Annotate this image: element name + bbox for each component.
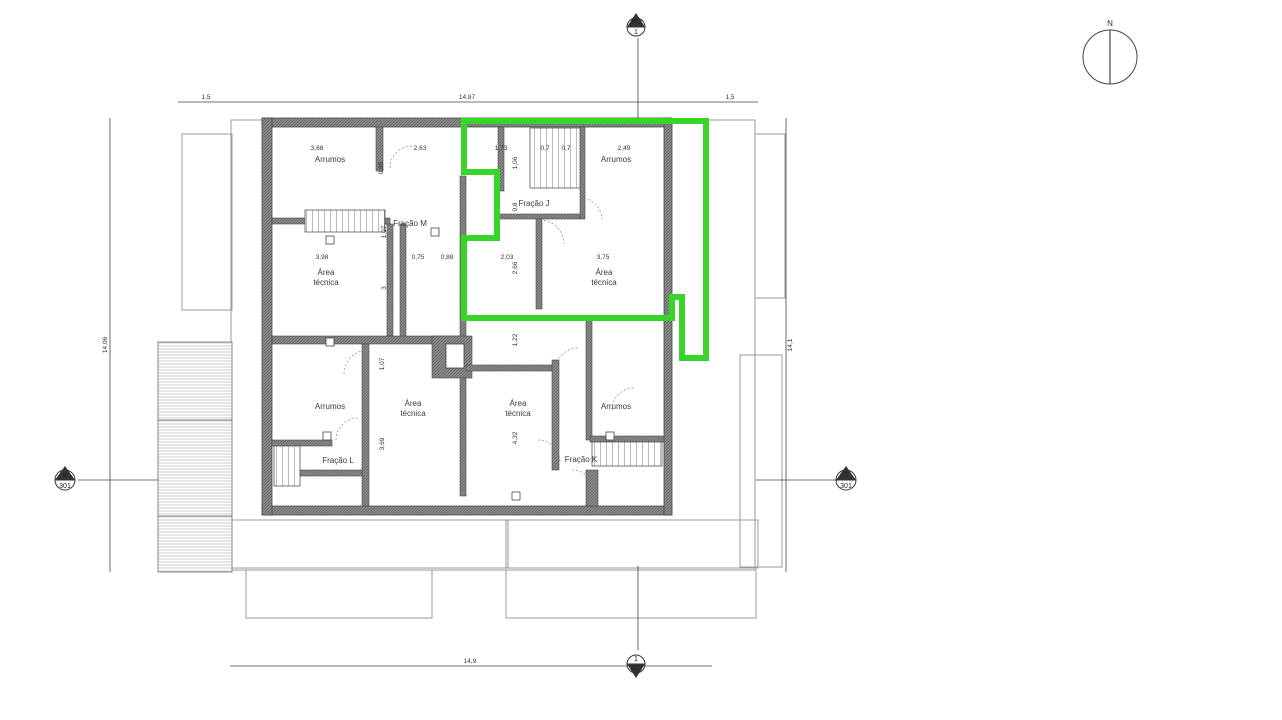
- balcony-grate: [157, 341, 233, 573]
- section-marker-left: 1 301: [54, 466, 76, 491]
- section-right-sheet: 301: [840, 483, 852, 490]
- north-label: N: [1107, 19, 1113, 28]
- dim-369: 3,69: [379, 437, 386, 450]
- dim-368: 3,68: [311, 145, 324, 152]
- dim-266: 2,66: [512, 261, 519, 274]
- section-left-sheet: 301: [59, 483, 71, 490]
- section-marker-bottom: 1 302: [626, 654, 646, 678]
- interior-dimensions: 3,68 2,63 1,73 0,7 0,7 2,49 3,98 0,75 0,…: [311, 145, 631, 450]
- room-area-tecnica-center-right-2: técnica: [505, 409, 531, 418]
- section-bottom-sheet: 1: [634, 656, 638, 663]
- room-area-tecnica-center-left-2: técnica: [400, 409, 426, 418]
- dim-07b: 0,7: [561, 145, 570, 152]
- dim-right: 14,1: [787, 338, 794, 351]
- highlighted-unit-outline: [461, 118, 709, 361]
- section-bottom-number: 302: [630, 665, 642, 672]
- stairs: [273, 127, 663, 487]
- dim-375: 3,75: [597, 254, 610, 261]
- dim-432: 4,32: [512, 431, 519, 444]
- dim-263: 2,63: [414, 145, 427, 152]
- section-right-number: 1: [844, 472, 848, 479]
- room-labels: Arrumos Arrumos Arrumos Arrumos Área téc…: [313, 155, 631, 465]
- dim-075: 0,75: [412, 254, 425, 261]
- room-area-tecnica-left-1: Área: [318, 268, 335, 277]
- section-top-number: 302: [630, 19, 642, 26]
- dim-top-right: 1,5: [725, 94, 734, 101]
- room-area-tecnica-center-right-1: Área: [510, 399, 527, 408]
- dim-top-middle: 14,87: [459, 94, 476, 101]
- dim-08: 0,8: [512, 202, 519, 211]
- room-arrumos-top-left: Arrumos: [315, 155, 345, 164]
- dim-bottom: 14,9: [464, 658, 477, 665]
- room-arrumos-bottom-right: Arrumos: [601, 402, 631, 411]
- dimension-lines: [78, 38, 836, 667]
- dim-122: 1,22: [512, 333, 519, 346]
- section-marker-top: 302 1: [626, 13, 646, 37]
- dim-398: 3,98: [316, 254, 329, 261]
- dim-3: 3: [381, 286, 388, 290]
- room-area-tecnica-right-2: técnica: [591, 278, 617, 287]
- dim-203: 2,03: [501, 254, 514, 261]
- door-swings: [335, 145, 635, 493]
- shafts: [322, 227, 615, 501]
- dim-07a: 0,7: [540, 145, 549, 152]
- dim-107a: 1,07: [381, 225, 388, 238]
- section-top-sheet: 1: [634, 29, 638, 36]
- section-left-number: 1: [63, 472, 67, 479]
- room-arrumos-bottom-left: Arrumos: [315, 402, 345, 411]
- room-arrumos-top-right: Arrumos: [601, 155, 631, 164]
- dim-173: 1,73: [495, 145, 508, 152]
- fraction-k-label: Fração K: [565, 455, 598, 464]
- dim-left: 14,06: [102, 336, 109, 353]
- dim-088: 0,88: [441, 254, 454, 261]
- room-area-tecnica-right-1: Área: [596, 268, 613, 277]
- dim-107b: 1,07: [379, 357, 386, 370]
- dim-249: 2,49: [618, 145, 631, 152]
- fraction-j-label: Fração J: [518, 199, 549, 208]
- dim-top-left: 1,5: [201, 94, 210, 101]
- room-area-tecnica-center-left-1: Área: [405, 399, 422, 408]
- dim-106: 1,06: [512, 156, 519, 169]
- fraction-l-label: Fração L: [322, 456, 354, 465]
- fraction-m-label: Fração M: [393, 219, 427, 228]
- section-marker-right: 1 301: [835, 466, 857, 491]
- room-area-tecnica-left-2: técnica: [313, 278, 339, 287]
- north-arrow: N: [1082, 19, 1138, 85]
- dim-085: 0,85: [378, 161, 385, 174]
